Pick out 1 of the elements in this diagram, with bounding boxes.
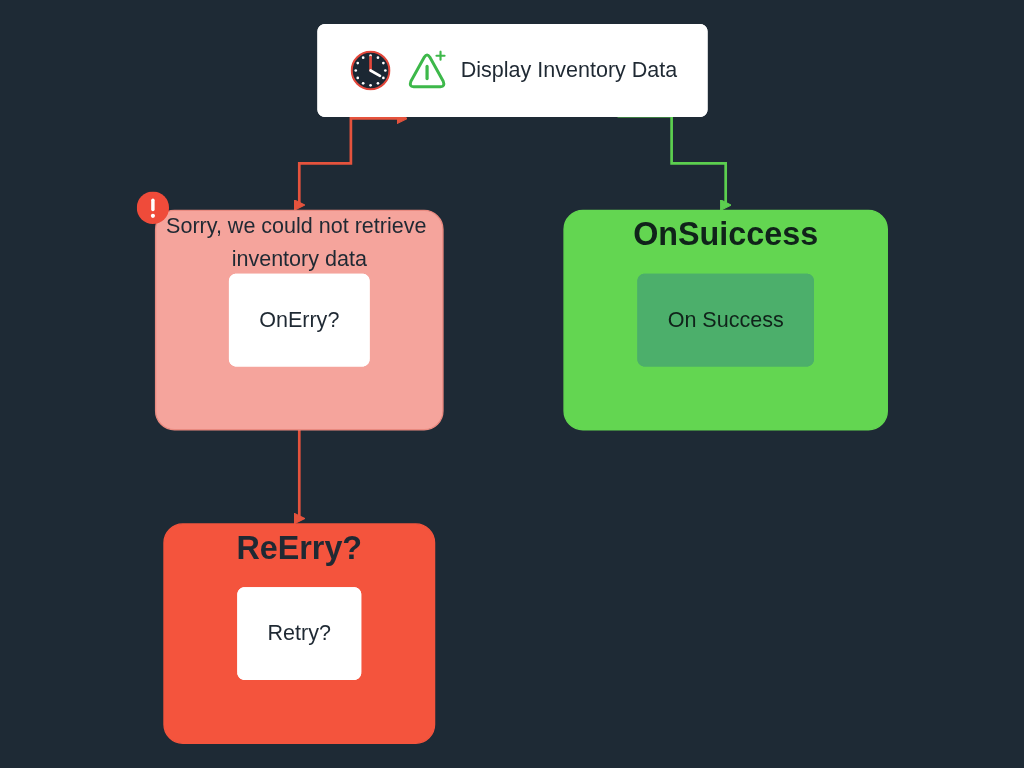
arrow bbox=[293, 428, 306, 525]
